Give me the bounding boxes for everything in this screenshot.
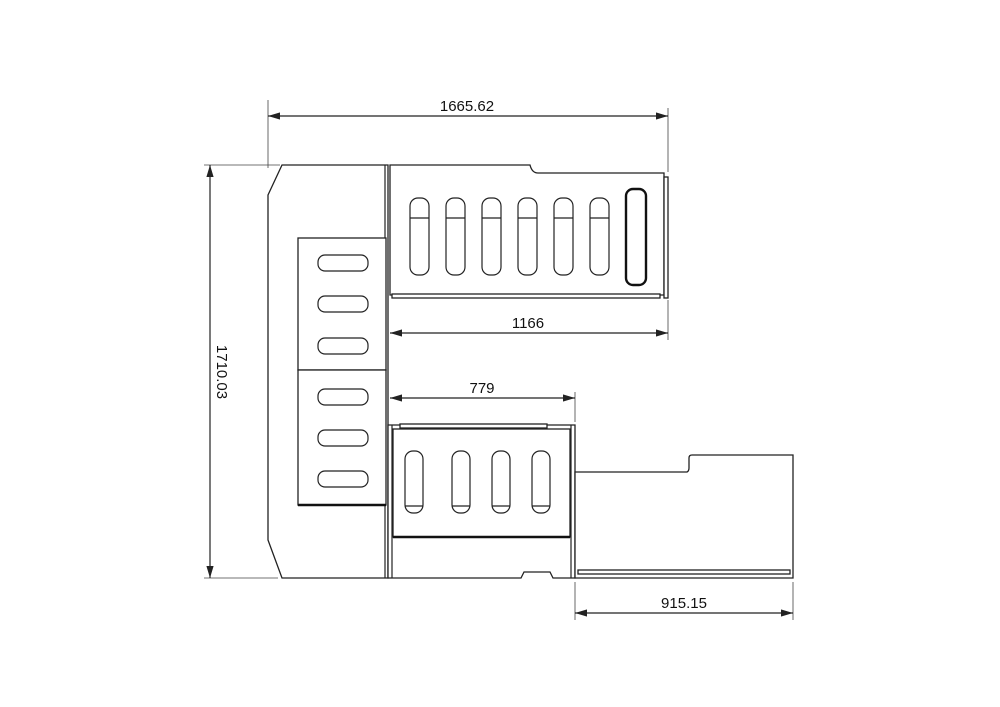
dimension-overall-height: 1710.03 (204, 164, 280, 579)
dimension-upper-module: 1166 (390, 300, 669, 340)
upper-inner-panel (297, 237, 387, 371)
left-corner-body (267, 164, 389, 579)
dimension-middle-module: 779 (390, 380, 576, 422)
dimension-right-module: 915.15 (574, 582, 794, 620)
right-module (574, 454, 794, 579)
dimension-label-overall-width: 1665.62 (440, 98, 494, 115)
lower-inner-panel (297, 369, 387, 506)
dimension-label-upper-module: 1166 (512, 315, 544, 332)
horizontal-slots (317, 254, 369, 488)
dimension-label-overall-height: 1710.03 (213, 345, 230, 399)
middle-module (387, 423, 576, 579)
dimension-overall-width: 1665.62 (267, 98, 669, 172)
dimension-label-right-module: 915.15 (661, 595, 707, 612)
upper-module (389, 164, 669, 299)
vertical-slots (404, 450, 551, 514)
vertical-slots (409, 187, 648, 287)
dimension-label-middle-module: 779 (469, 380, 494, 397)
